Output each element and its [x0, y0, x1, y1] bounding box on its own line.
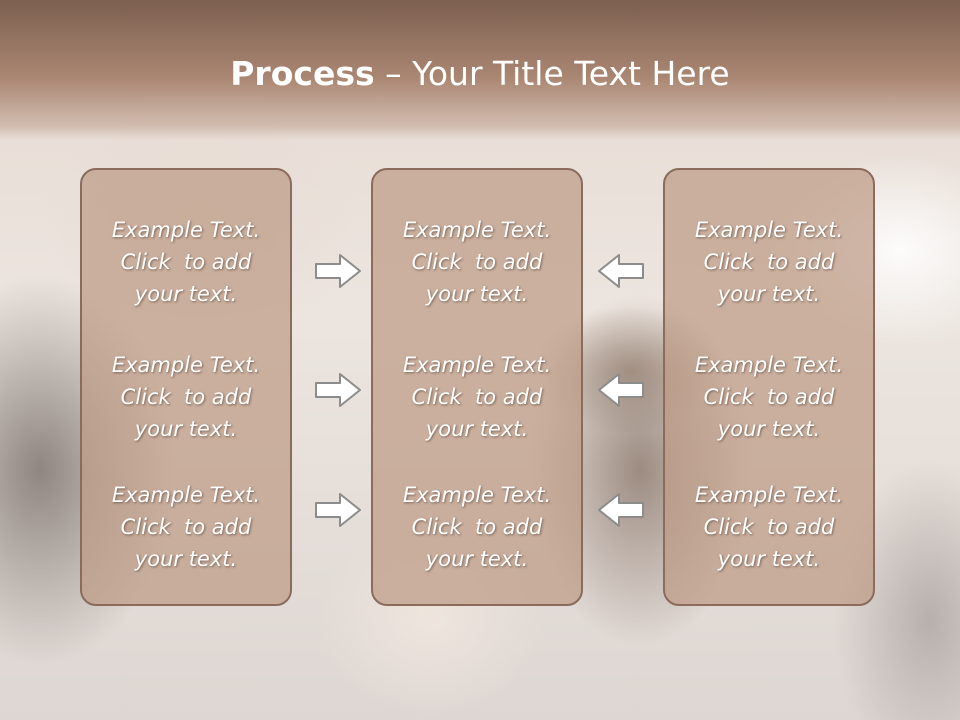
right-arrow-icon[interactable] [314, 492, 362, 528]
text-line: Example Text. [402, 483, 552, 507]
right-text-panel[interactable]: Example Text. Click to add your text. Ex… [663, 168, 875, 606]
text-line: your text. [717, 547, 821, 571]
text-line: your text. [425, 417, 529, 441]
text-block[interactable]: Example Text. Click to add your text. [665, 479, 873, 575]
title-bold: Process [230, 54, 375, 93]
text-line: Example Text. [694, 218, 844, 242]
text-line: your text. [717, 417, 821, 441]
text-block[interactable]: Example Text. Click to add your text. [373, 349, 581, 445]
text-line: Example Text. [694, 483, 844, 507]
left-text-panel[interactable]: Example Text. Click to add your text. Ex… [80, 168, 292, 606]
text-block[interactable]: Example Text. Click to add your text. [665, 214, 873, 310]
text-line: Click to add [411, 515, 543, 539]
text-line: your text. [134, 282, 238, 306]
left-arrow-icon[interactable] [597, 492, 645, 528]
text-line: Click to add [703, 250, 835, 274]
text-line: Click to add [411, 250, 543, 274]
text-line: Click to add [703, 515, 835, 539]
text-line: your text. [425, 547, 529, 571]
text-line: Click to add [411, 385, 543, 409]
text-line: Click to add [120, 385, 252, 409]
text-line: Example Text. [111, 353, 261, 377]
title-rest: – Your Title Text Here [374, 54, 730, 93]
left-arrow-icon[interactable] [597, 372, 645, 408]
text-line: Example Text. [111, 483, 261, 507]
text-line: your text. [425, 282, 529, 306]
text-block[interactable]: Example Text. Click to add your text. [82, 349, 290, 445]
text-line: Example Text. [402, 218, 552, 242]
right-arrow-icon[interactable] [314, 372, 362, 408]
left-arrow-icon[interactable] [597, 253, 645, 289]
middle-text-panel[interactable]: Example Text. Click to add your text. Ex… [371, 168, 583, 606]
text-line: your text. [134, 417, 238, 441]
text-line: Click to add [120, 515, 252, 539]
text-block[interactable]: Example Text. Click to add your text. [373, 214, 581, 310]
text-block[interactable]: Example Text. Click to add your text. [665, 349, 873, 445]
title-band [0, 0, 960, 140]
right-arrow-icon[interactable] [314, 253, 362, 289]
text-line: your text. [134, 547, 238, 571]
text-block[interactable]: Example Text. Click to add your text. [82, 479, 290, 575]
text-line: Example Text. [402, 353, 552, 377]
text-line: Example Text. [111, 218, 261, 242]
text-line: Example Text. [694, 353, 844, 377]
text-block[interactable]: Example Text. Click to add your text. [82, 214, 290, 310]
text-line: Click to add [120, 250, 252, 274]
text-block[interactable]: Example Text. Click to add your text. [373, 479, 581, 575]
slide-title[interactable]: Process – Your Title Text Here [0, 52, 960, 96]
text-line: Click to add [703, 385, 835, 409]
text-line: your text. [717, 282, 821, 306]
